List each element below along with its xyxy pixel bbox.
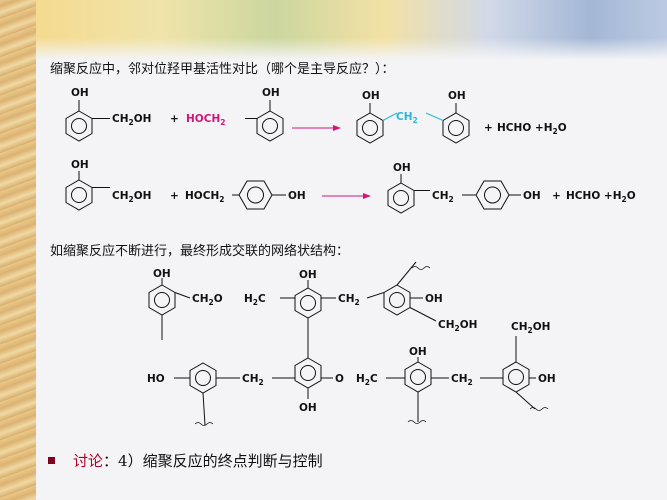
discussion-line: 讨论：4）缩聚反应的终点判断与控制 xyxy=(48,450,323,471)
label-oh: OH xyxy=(71,159,89,171)
benzene-ring xyxy=(475,180,510,210)
slide-title: 缩聚反应中，邻对位羟甲基活性对比（哪个是主导反应？）： xyxy=(50,62,395,77)
benzene-ring xyxy=(294,287,322,319)
benzene-ring xyxy=(189,362,217,394)
aromatic-circle xyxy=(71,118,87,134)
aromatic-circle xyxy=(393,190,409,206)
label-o: O xyxy=(335,373,344,385)
label-oh: OH xyxy=(153,268,171,280)
label-plus: + xyxy=(170,190,179,202)
decorative-banner-fade xyxy=(36,38,667,60)
label-ch2: CH2 xyxy=(338,293,360,307)
label-oh: OH xyxy=(523,190,541,202)
aromatic-circle xyxy=(247,186,264,204)
aromatic-circle xyxy=(195,370,211,386)
label-byproducts: HCHO +H2O xyxy=(566,190,636,204)
square-bullet-icon xyxy=(48,456,55,464)
label-ch2oh: CH2OH xyxy=(511,321,550,335)
label-ch2: CH2 xyxy=(432,190,454,204)
aromatic-circle xyxy=(362,120,378,136)
continuation-wavy-bond xyxy=(411,266,431,270)
label-hoch2: HOCH2 xyxy=(186,113,225,127)
discussion-colon: ： xyxy=(103,452,119,470)
aromatic-circle xyxy=(389,292,405,308)
label-oh: OH xyxy=(299,402,317,414)
aromatic-circle xyxy=(300,365,316,381)
label-oh: OH xyxy=(393,162,411,174)
label-ch2: CH2 xyxy=(396,111,418,125)
label-plus: + xyxy=(170,113,179,125)
aromatic-circle xyxy=(484,186,501,204)
label-oh: OH xyxy=(538,373,556,385)
label-ch2oh: CH2OH xyxy=(112,113,151,127)
benzene-ring xyxy=(383,284,411,316)
label-ch2: CH2 xyxy=(242,373,264,387)
label-ch2oh: CH2OH xyxy=(112,190,151,204)
benzene-ring xyxy=(387,182,415,214)
label-plus: + xyxy=(552,190,561,202)
label-oh: OH xyxy=(425,293,443,305)
discussion-label: 讨论 xyxy=(73,452,104,470)
aromatic-circle xyxy=(300,295,316,311)
label-oh: OH xyxy=(288,190,306,202)
label-oh: OH xyxy=(71,87,89,99)
label-ch2o: CH2O xyxy=(192,293,223,307)
benzene-ring xyxy=(442,112,470,144)
benzene-ring xyxy=(404,361,432,393)
continuation-wavy-bond xyxy=(529,407,549,411)
benzene-ring xyxy=(65,110,93,142)
aromatic-circle xyxy=(448,120,464,136)
benzene-ring xyxy=(502,361,530,393)
benzene-ring xyxy=(238,180,273,210)
aromatic-circle xyxy=(508,369,524,385)
benzene-ring xyxy=(148,284,176,316)
benzene-ring xyxy=(356,112,384,144)
label-plus: + xyxy=(484,122,493,134)
label-h2c: H2C xyxy=(356,373,378,387)
label-ho: HO xyxy=(147,373,165,385)
label-oh: OH xyxy=(409,346,427,358)
benzene-ring xyxy=(294,357,322,389)
section-subtitle: 如缩聚反应不断进行，最终形成交联的网络状结构： xyxy=(50,244,350,259)
aromatic-circle xyxy=(154,292,170,308)
aromatic-circle xyxy=(262,118,278,134)
aromatic-circle xyxy=(410,369,426,385)
benzene-ring xyxy=(65,179,93,211)
label-h2c: H2C xyxy=(244,293,266,307)
continuation-wavy-bond xyxy=(194,422,214,426)
label-ch2oh: CH2OH xyxy=(438,319,477,333)
label-hoch2: HOCH2 xyxy=(185,190,224,204)
aromatic-circle xyxy=(71,187,87,203)
label-ch2: CH2 xyxy=(451,373,473,387)
label-oh: OH xyxy=(262,87,280,99)
label-byproducts: HCHO +H2O xyxy=(497,122,567,136)
label-oh: OH xyxy=(448,90,466,102)
benzene-ring xyxy=(256,110,284,142)
label-oh: OH xyxy=(362,90,380,102)
continuation-wavy-bond xyxy=(407,420,427,424)
label-oh: OH xyxy=(299,269,317,281)
decorative-left-strip xyxy=(0,0,36,500)
discussion-text: 4）缩聚反应的终点判断与控制 xyxy=(118,452,323,470)
